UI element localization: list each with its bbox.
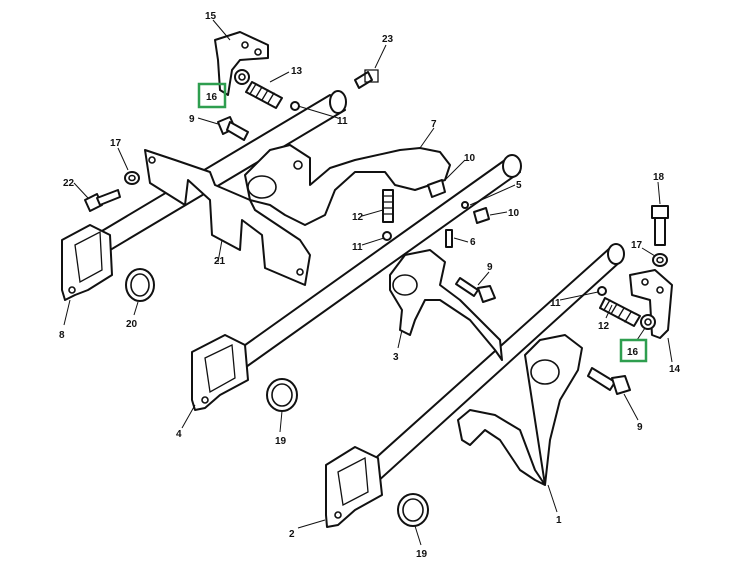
washer-16-right: [640, 314, 656, 330]
label-6: 6: [470, 237, 476, 248]
label-14: 14: [669, 364, 681, 375]
spring-12-right: [599, 297, 641, 327]
nut-17-left: [124, 171, 140, 185]
label-3: 3: [393, 352, 399, 363]
oring-19-middle: [266, 378, 298, 412]
bolt-9-lower: [587, 367, 631, 395]
label-8: 8: [59, 330, 65, 341]
bolt-18: [651, 205, 669, 246]
oring-19-lower: [397, 493, 429, 527]
pin-6: [445, 229, 453, 248]
bracket-14: [629, 269, 673, 339]
label-11-right: 11: [550, 298, 561, 309]
label-1: 1: [556, 515, 562, 526]
label-19-lower: 19: [416, 549, 428, 560]
label-4: 4: [176, 429, 182, 440]
fork-4: [191, 334, 249, 411]
label-9-upper: 9: [189, 114, 195, 125]
ball-11-center: [382, 231, 392, 241]
plug-10-upper: [427, 179, 446, 198]
highlight-box-16-top: [197, 82, 227, 109]
label-16-right: 16: [627, 347, 639, 358]
bracket-15: [214, 31, 269, 96]
label-11-center: 11: [352, 242, 363, 253]
leader-lines: [63, 19, 673, 546]
bolt-22: [84, 189, 121, 212]
fork-1: [457, 334, 583, 486]
label-21: 21: [214, 256, 226, 267]
bracket-7: [244, 144, 451, 226]
ball-11-right: [597, 286, 607, 296]
label-23: 23: [382, 34, 394, 45]
label-12-right: 12: [598, 321, 610, 332]
ball-5: [461, 201, 469, 209]
label-19-middle: 19: [275, 436, 287, 447]
label-17-left: 17: [110, 138, 122, 149]
part-labels: 15 16 13 23 9 11 7 17 22 10 5 10 12 11 6…: [59, 11, 681, 560]
label-10-lower: 10: [508, 208, 520, 219]
label-16-top: 16: [206, 92, 218, 103]
label-17-right: 17: [631, 240, 643, 251]
shaft-lower: [339, 243, 625, 503]
bolt-9-upper: [217, 116, 249, 141]
label-9-middle: 9: [487, 262, 493, 273]
spring-12-center: [382, 189, 394, 223]
oring-20: [125, 268, 155, 302]
fork-8: [61, 224, 113, 301]
label-22: 22: [63, 178, 75, 189]
bolt-23: [354, 69, 379, 89]
label-13: 13: [291, 66, 303, 77]
label-7: 7: [431, 119, 437, 130]
gasket-plate-21: [144, 149, 311, 286]
fork-2: [325, 446, 383, 528]
label-5: 5: [516, 180, 522, 191]
ball-11-top: [290, 101, 300, 111]
label-12-center: 12: [352, 212, 364, 223]
label-2: 2: [289, 529, 295, 540]
label-20: 20: [126, 319, 138, 330]
label-18: 18: [653, 172, 665, 183]
washer-16-top: [234, 69, 250, 85]
fork-3: [389, 249, 503, 361]
label-15: 15: [205, 11, 217, 22]
bolt-9-middle: [455, 277, 496, 303]
plug-10-lower: [473, 207, 490, 224]
label-11-top: 11: [337, 116, 348, 127]
highlight-box-16-right: [619, 338, 648, 363]
label-10-upper: 10: [464, 153, 476, 164]
spring-13: [245, 81, 283, 109]
label-9-lower: 9: [637, 422, 643, 433]
nut-17-right: [652, 253, 668, 267]
